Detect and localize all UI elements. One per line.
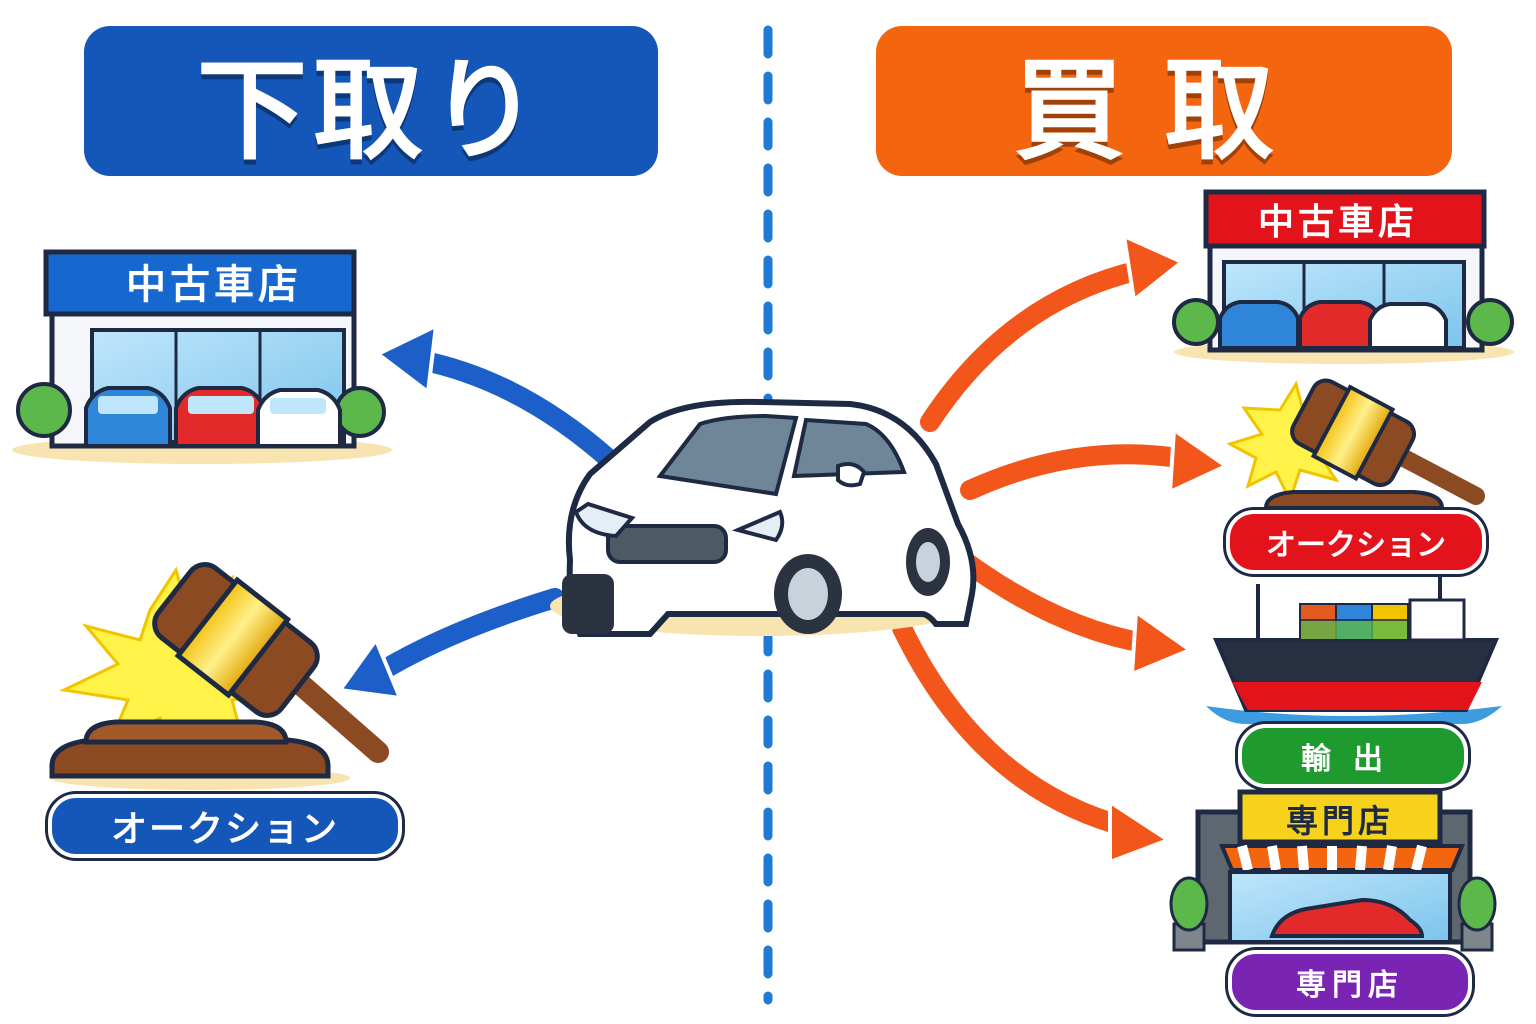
arrow-head-to-left-auction <box>336 635 404 701</box>
left-shop-sign: 中古車店 <box>126 262 302 308</box>
auction-gavel-icon-right <box>1226 378 1485 510</box>
red-car-icon <box>174 386 266 448</box>
trade-in-arrows <box>365 345 625 687</box>
trade-in-banner: 下取り <box>84 26 658 176</box>
right-shop-sign: 中古車店 <box>1258 202 1418 243</box>
auction-gavel-icon-left <box>49 562 389 790</box>
specialty-shop-label: 専門店 <box>1228 950 1472 1014</box>
blue-car-icon <box>84 386 172 448</box>
used-car-shop-icon-right <box>1172 189 1514 364</box>
specialty-shop-sign: 専門店 <box>1286 802 1394 840</box>
export-label: 輸出 <box>1238 724 1468 788</box>
white-sedan-icon <box>550 398 977 637</box>
cargo-ship-icon <box>1206 576 1502 724</box>
arrow-head-to-specialty <box>1108 798 1173 865</box>
arrow-head-to-left-shop <box>374 322 439 396</box>
arrow-head-to-right-shop <box>1121 232 1186 304</box>
purchase-arrows <box>887 255 1205 843</box>
purchase-banner: 買取 <box>876 26 1452 176</box>
right-auction-label: オークション <box>1226 510 1486 574</box>
left-auction-label: オークション <box>48 794 402 858</box>
arrow-head-to-right-auction <box>1167 426 1231 496</box>
specialty-shop-icon <box>1169 789 1497 952</box>
arrow-head-to-export <box>1129 608 1195 678</box>
used-car-shop-icon <box>12 249 392 464</box>
white-car-icon <box>256 388 342 448</box>
